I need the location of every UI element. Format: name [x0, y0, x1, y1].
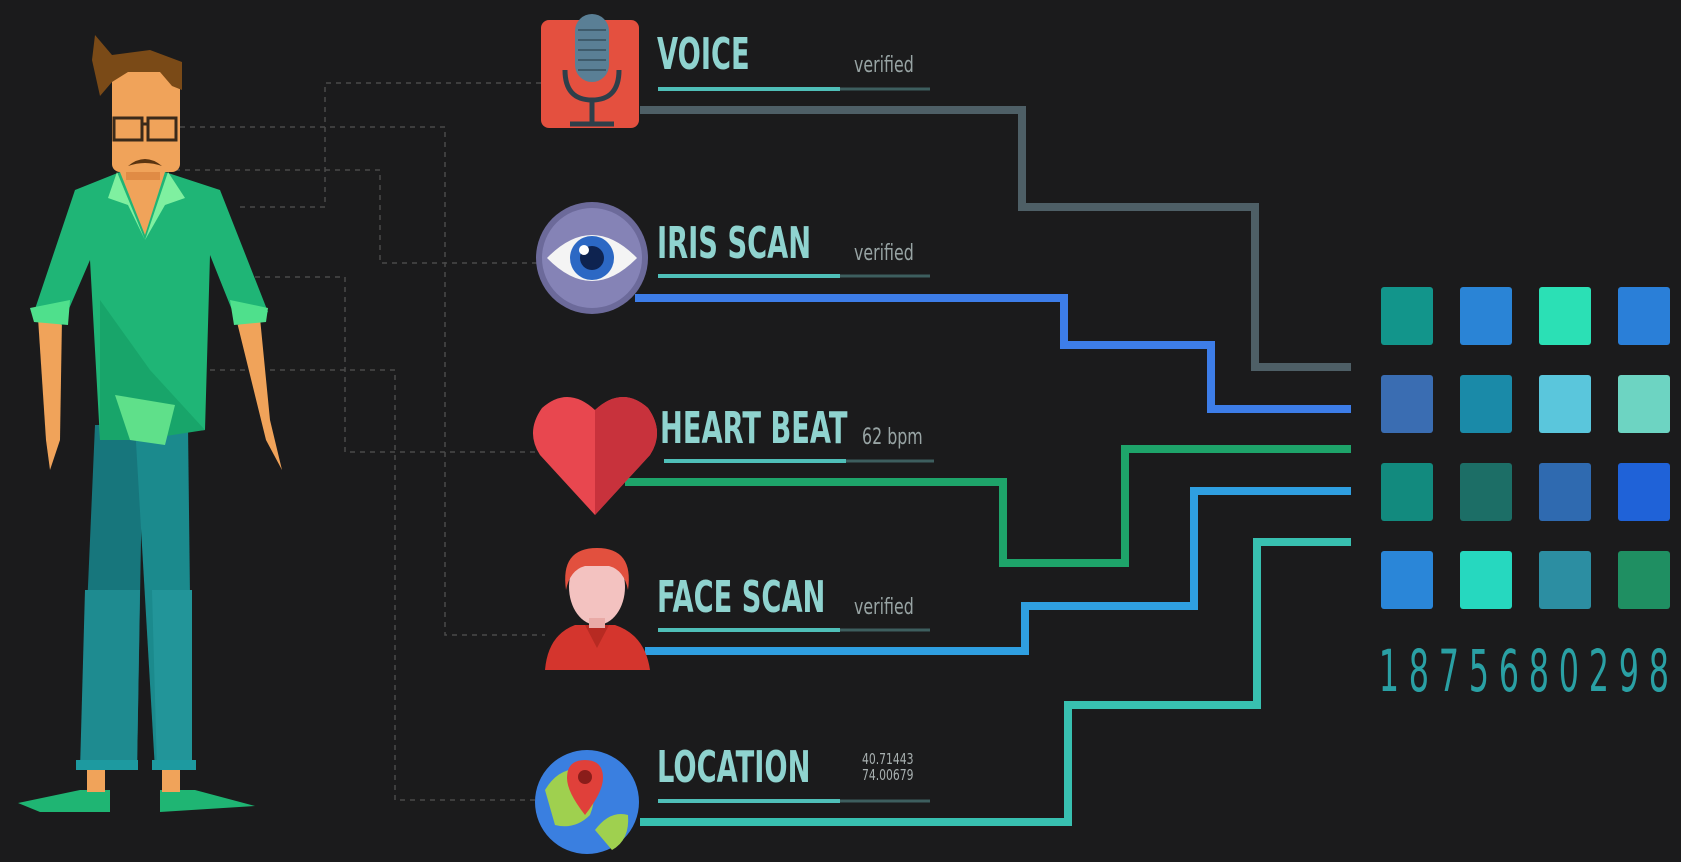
iris-scan-label: IRIS SCAN — [657, 218, 812, 269]
code-digit: 0 — [1558, 637, 1580, 705]
heart-beat-label: HEART BEAT — [660, 403, 848, 454]
code-digit: 7 — [1438, 637, 1460, 705]
location-line — [640, 538, 1351, 826]
dashed-connectors — [175, 82, 545, 801]
label-underlines — [658, 87, 934, 803]
code-grid — [1381, 287, 1670, 609]
grid-cell — [1539, 463, 1591, 521]
grid-cell — [1460, 463, 1512, 521]
grid-cell — [1381, 287, 1433, 345]
location-label: LOCATION — [657, 742, 811, 793]
grid-cell — [1460, 375, 1512, 433]
face-line — [645, 487, 1351, 655]
heart-icon — [532, 396, 658, 515]
grid-cell — [1381, 551, 1433, 609]
grid-cell — [1539, 551, 1591, 609]
grid-cell — [1381, 375, 1433, 433]
person-figure — [18, 35, 282, 812]
grid-cell — [1539, 375, 1591, 433]
connection-lines — [625, 106, 1351, 826]
grid-cell — [1618, 287, 1670, 345]
grid-cell — [1460, 551, 1512, 609]
globe-pin-icon — [535, 750, 639, 854]
location-longitude: 74.00679 — [862, 765, 914, 784]
grid-cell — [1539, 287, 1591, 345]
code-digit: 5 — [1468, 637, 1490, 705]
person-icon — [545, 548, 650, 670]
location-latitude: 40.71443 — [862, 750, 914, 768]
eye-icon — [536, 202, 648, 314]
grid-cell — [1460, 287, 1512, 345]
location-status: 40.71443 74.00679 — [862, 750, 914, 784]
code-digit: 1 — [1378, 637, 1400, 705]
voice-label: VOICE — [657, 29, 750, 80]
code-digit: 8 — [1408, 637, 1430, 705]
code-digit: 8 — [1528, 637, 1550, 705]
grid-cell — [1618, 375, 1670, 433]
grid-cell — [1618, 463, 1670, 521]
grid-cell — [1381, 463, 1433, 521]
code-digit: 8 — [1648, 637, 1670, 705]
code-digit: 9 — [1618, 637, 1640, 705]
iris-line — [635, 294, 1351, 413]
code-digit: 2 — [1588, 637, 1610, 705]
voice-status: verified — [854, 53, 914, 78]
iris-scan-status: verified — [854, 241, 914, 266]
code-digit: 6 — [1498, 637, 1520, 705]
heart-line — [625, 445, 1351, 567]
voice-line — [640, 106, 1351, 371]
heart-beat-status: 62 bpm — [862, 425, 923, 450]
face-scan-label: FACE SCAN — [657, 572, 826, 623]
microphone-icon — [541, 14, 639, 128]
face-scan-status: verified — [854, 595, 914, 620]
grid-cell — [1618, 551, 1670, 609]
